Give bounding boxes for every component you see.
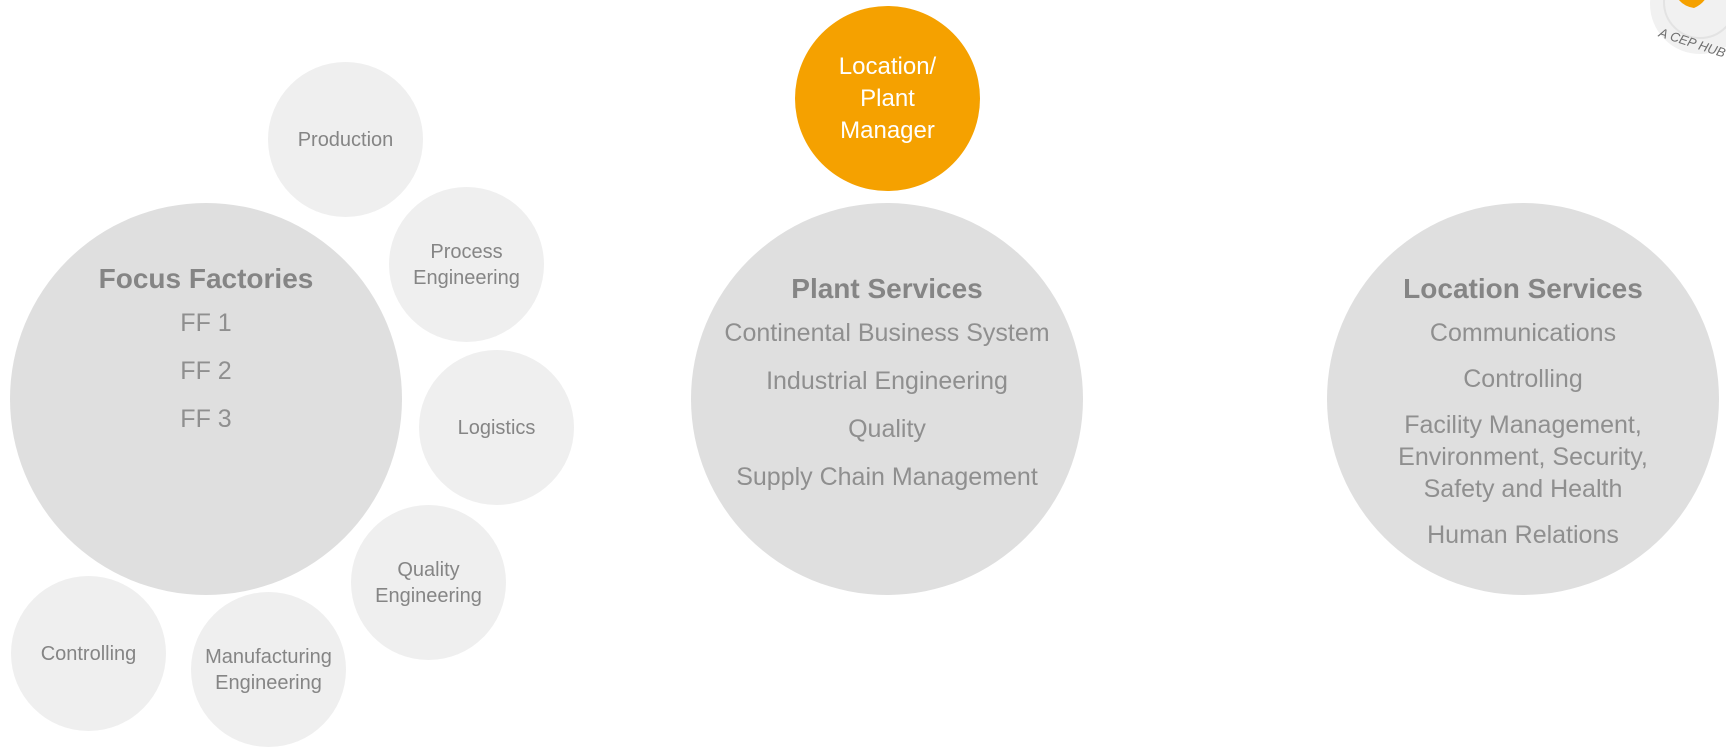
location-service-item: Controlling — [1463, 365, 1583, 393]
location-services-circle: Location Services Communications Control… — [1327, 203, 1719, 595]
production-circle: Production — [268, 62, 423, 217]
plant-manager-label: Location/ Plant Manager — [838, 52, 937, 144]
focus-factory-item: FF 1 — [180, 309, 232, 337]
cep-hub-logo-graphic: A CEP HUB — [1650, 0, 1726, 58]
plant-service-item: Quality — [848, 415, 926, 443]
plant-manager-circle: Location/ Plant Manager — [795, 6, 980, 191]
controlling-circle: Controlling — [11, 576, 166, 731]
process-engineering-label: Process Engineering — [413, 240, 520, 289]
focus-factory-item: FF 3 — [180, 405, 232, 433]
manufacturing-engineering-label: Manufacturing Engineering — [205, 645, 332, 694]
focus-factory-item: FF 2 — [180, 357, 232, 385]
plant-services-title: Plant Services — [791, 273, 983, 304]
production-label: Production — [297, 128, 394, 151]
plant-service-item: Industrial Engineering — [766, 367, 1008, 395]
location-services-title: Location Services — [1403, 273, 1643, 304]
focus-factories-title: Focus Factories — [98, 263, 314, 294]
plant-services-circle: Plant Services Continental Business Syst… — [691, 203, 1083, 595]
quality-engineering-circle: Quality Engineering — [351, 505, 506, 660]
quality-engineering-label: Quality Engineering — [375, 558, 482, 607]
location-service-item: Communications — [1429, 319, 1617, 347]
process-engineering-circle: Process Engineering — [389, 187, 544, 342]
plant-service-item: Continental Business System — [724, 319, 1050, 347]
location-service-item: Facility Management, Environment, Securi… — [1398, 411, 1648, 503]
plant-service-item: Supply Chain Management — [736, 463, 1038, 491]
logistics-circle: Logistics — [419, 350, 574, 505]
logistics-label: Logistics — [457, 416, 536, 439]
cep-hub-logo: A CEP HUB — [1630, 0, 1726, 58]
focus-factories-circle: Focus Factories FF 1 FF 2 FF 3 — [10, 203, 402, 595]
location-service-item: Human Relations — [1427, 521, 1619, 549]
manufacturing-engineering-circle: Manufacturing Engineering — [191, 592, 346, 747]
controlling-label: Controlling — [40, 642, 137, 665]
